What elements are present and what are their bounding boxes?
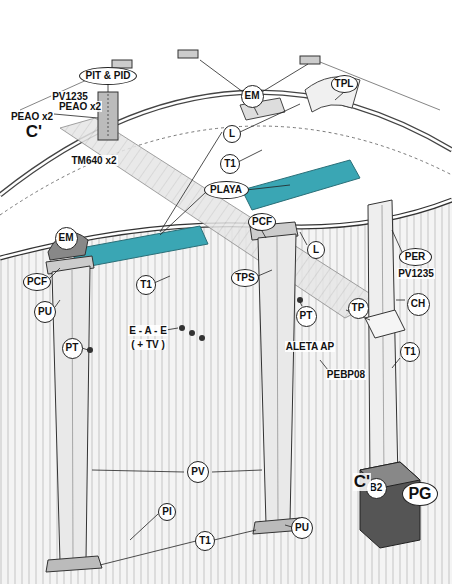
callout-circle: PCF <box>23 273 51 291</box>
callout-circle: L <box>307 241 325 259</box>
callout-circle: PU <box>34 301 56 323</box>
part-code: TPS <box>235 273 254 283</box>
callout-circle: PU <box>291 517 313 539</box>
part-code: T1 <box>140 280 152 290</box>
part-label: PEAO x2 <box>58 101 102 112</box>
callout-circle: EM <box>55 227 78 250</box>
part-code: PIT & PID <box>85 71 130 81</box>
callout-circle: PT <box>62 338 83 359</box>
part-code: PT <box>66 343 79 353</box>
part-label: C' <box>25 123 43 142</box>
part-code: PT <box>300 311 313 321</box>
callout-circle: PT <box>296 306 317 327</box>
part-code: T1 <box>404 347 416 357</box>
part-label: PEAO x2 <box>10 111 54 122</box>
part-code: EM <box>59 233 74 243</box>
part-label: PV1235 <box>397 268 435 279</box>
callout-circle: EM <box>241 85 264 108</box>
part-code: PCF <box>27 277 47 287</box>
callout-circle: PCF <box>248 213 276 231</box>
part-code: PI <box>162 507 171 517</box>
part-code: TPL <box>335 79 354 89</box>
callout-circle: PIT & PID <box>79 67 137 85</box>
part-code: EM <box>245 91 260 101</box>
callout-circle: L <box>223 125 241 143</box>
callout-circle: T1 <box>400 342 420 362</box>
callout-circle: TPS <box>231 269 259 287</box>
callout-circle: T1 <box>220 154 240 174</box>
part-code: PER <box>405 252 426 262</box>
part-code: B2 <box>370 483 383 493</box>
part-code: PG <box>408 486 431 502</box>
callout-circle: PER <box>399 248 432 266</box>
part-label: TM640 x2 <box>70 155 117 166</box>
part-label: ( + TV ) <box>130 339 166 350</box>
callout-circle: T1 <box>136 275 156 295</box>
part-label: C' <box>353 473 371 492</box>
part-code: L <box>313 245 319 255</box>
part-code: T1 <box>224 159 236 169</box>
callout-circle: PI <box>158 503 176 521</box>
part-label: PEBP08 <box>326 369 366 380</box>
part-code: T1 <box>199 536 211 546</box>
part-label: E - A - E <box>128 325 168 336</box>
part-code: PLAYA <box>210 185 242 195</box>
part-code: PU <box>38 307 52 317</box>
callout-circle: PLAYA <box>204 181 249 199</box>
callout-circle: TPL <box>331 75 358 93</box>
part-code: CH <box>411 299 425 309</box>
callout-circle: PG <box>402 482 438 506</box>
part-code: PU <box>295 523 309 533</box>
part-code: PV <box>191 467 204 477</box>
callout-circle: T1 <box>195 531 215 551</box>
part-label: ALETA AP <box>285 341 336 352</box>
callout-circle: CH <box>407 293 430 316</box>
part-code: L <box>229 129 235 139</box>
part-code: PCF <box>252 217 272 227</box>
part-code: TP <box>352 303 365 313</box>
callout-circle: TP <box>348 298 369 319</box>
callout-circle: PV <box>187 461 209 483</box>
